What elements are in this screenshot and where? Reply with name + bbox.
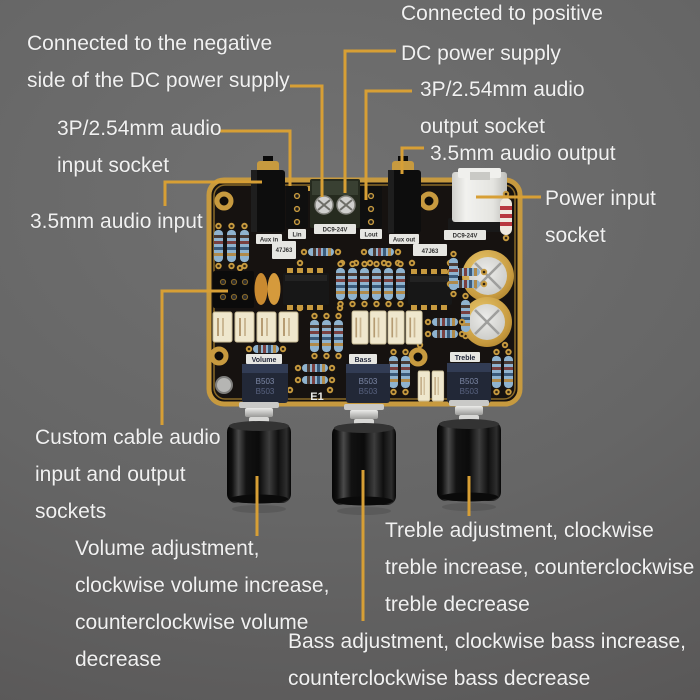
annotation-line: output socket — [420, 115, 545, 138]
leader-audio-output-socket — [364, 89, 412, 200]
annotation-line: Custom cable audio — [35, 426, 221, 449]
annotation-audio-input-35: 3.5mm audio input — [30, 203, 203, 240]
electrolytic-capacitors — [462, 250, 514, 347]
annotation-line: counterclockwise bass decrease — [288, 667, 591, 690]
aux-output-jack — [388, 156, 421, 233]
annotation-line: clockwise volume increase, — [75, 574, 330, 597]
cap-code-label: 47J63 — [276, 248, 293, 254]
line-in-header — [286, 186, 308, 228]
annotation-line: side of the DC power supply — [27, 69, 290, 92]
annotation-line: 3.5mm audio output — [430, 142, 616, 165]
annotation-negative-supply: Connected to the negative side of the DC… — [27, 25, 290, 99]
annotation-line: Volume adjustment, — [75, 537, 260, 560]
annotation-line: counterclockwise volume — [75, 611, 309, 634]
leader-lines — [160, 49, 541, 621]
pot-code: B503 — [460, 377, 479, 386]
volume-pot: Volume B503 B503 — [242, 354, 288, 403]
opamp-ic-left — [283, 268, 329, 310]
cap-code-label: 47J63 — [422, 249, 439, 255]
aux-out-label: Aux out — [393, 238, 415, 244]
dc-screw-terminal — [310, 179, 360, 228]
annotation-volume: Volume adjustment, clockwise volume incr… — [75, 530, 329, 678]
annotation-audio-input-socket: 3P/2.54mm audio input socket — [57, 110, 222, 184]
pot-code: B503 — [359, 387, 378, 396]
annotation-custom-cable: Custom cable audio input and output sock… — [35, 419, 221, 530]
custom-cable-socket — [213, 271, 254, 308]
mounting-holes — [209, 191, 439, 394]
line-in-label: Lin — [293, 233, 302, 239]
annotation-audio-output-socket: 3P/2.54mm audio output socket — [420, 71, 585, 145]
line-out-header — [360, 186, 382, 228]
volume-knob — [227, 402, 291, 513]
leader-custom-cable — [160, 289, 228, 425]
leader-audio-input-socket — [220, 129, 292, 186]
connector-labels: Aux in Lin DC9-24V Lout Aux out DC9-24V — [256, 224, 486, 244]
aux-in-label: Aux in — [260, 238, 279, 244]
pcb-board: 47J63 47J63 Aux in Lin DC9-24V Lout Aux … — [206, 156, 523, 407]
treble-pot-label: Treble — [455, 355, 476, 362]
pot-code: B503 — [359, 377, 378, 386]
annotation-bass: Bass adjustment, clockwise bass increase… — [288, 623, 686, 697]
annotation-line: sockets — [35, 500, 107, 523]
annotation-line: decrease — [75, 648, 162, 671]
pot-code: B503 — [460, 387, 479, 396]
opamp-ic-right — [408, 269, 452, 310]
fusible-resistor — [500, 190, 512, 242]
annotation-line: input and output — [35, 463, 186, 486]
pot-code: B503 — [256, 377, 275, 386]
dc-jack-label: DC9-24V — [453, 234, 478, 240]
annotation-treble: Treble adjustment, clockwise treble incr… — [385, 512, 694, 623]
annotation-line: input socket — [57, 154, 170, 177]
annotation-line: treble decrease — [385, 593, 530, 616]
silkscreen-code-boxes: 47J63 47J63 — [272, 241, 447, 259]
treble-pot: Treble B503 B503 — [447, 352, 491, 403]
annotation-line: 3P/2.54mm audio — [57, 117, 222, 140]
leader-negative-supply — [290, 84, 324, 197]
bass-pot: Bass B503 B503 — [346, 354, 390, 403]
annotation-audio-output-35: 3.5mm audio output — [430, 135, 616, 172]
annotation-line: socket — [545, 224, 606, 247]
leader-positive-supply — [343, 49, 396, 193]
leader-audio-input-35 — [163, 180, 262, 206]
annotation-power-input: Power input socket — [545, 180, 656, 254]
annotation-line: Power input — [545, 187, 656, 210]
annotation-line: Treble adjustment, clockwise — [385, 519, 654, 542]
bass-pot-label: Bass — [355, 357, 372, 364]
annotation-line: Connected to the negative — [27, 32, 273, 55]
board-id-label: E1 — [310, 391, 323, 403]
annotation-line: Connected to positive — [401, 2, 603, 25]
annotation-line: DC power supply — [401, 42, 561, 65]
volume-pot-label: Volume — [252, 357, 277, 364]
annotation-line: 3P/2.54mm audio — [420, 78, 585, 101]
leader-audio-output-35 — [400, 146, 424, 174]
aux-input-jack — [251, 156, 285, 232]
annotation-line: 3.5mm audio input — [30, 210, 203, 233]
terminal-label: DC9-24V — [323, 228, 348, 234]
line-out-label: Lout — [365, 233, 378, 239]
tantalum-capacitors — [254, 273, 281, 305]
pot-code: B503 — [256, 387, 275, 396]
annotation-line: treble increase, counterclockwise — [385, 556, 695, 579]
annotation-positive-supply: Connected to positive DC power supply — [401, 0, 603, 74]
annotation-line: Bass adjustment, clockwise bass increase… — [288, 630, 687, 653]
